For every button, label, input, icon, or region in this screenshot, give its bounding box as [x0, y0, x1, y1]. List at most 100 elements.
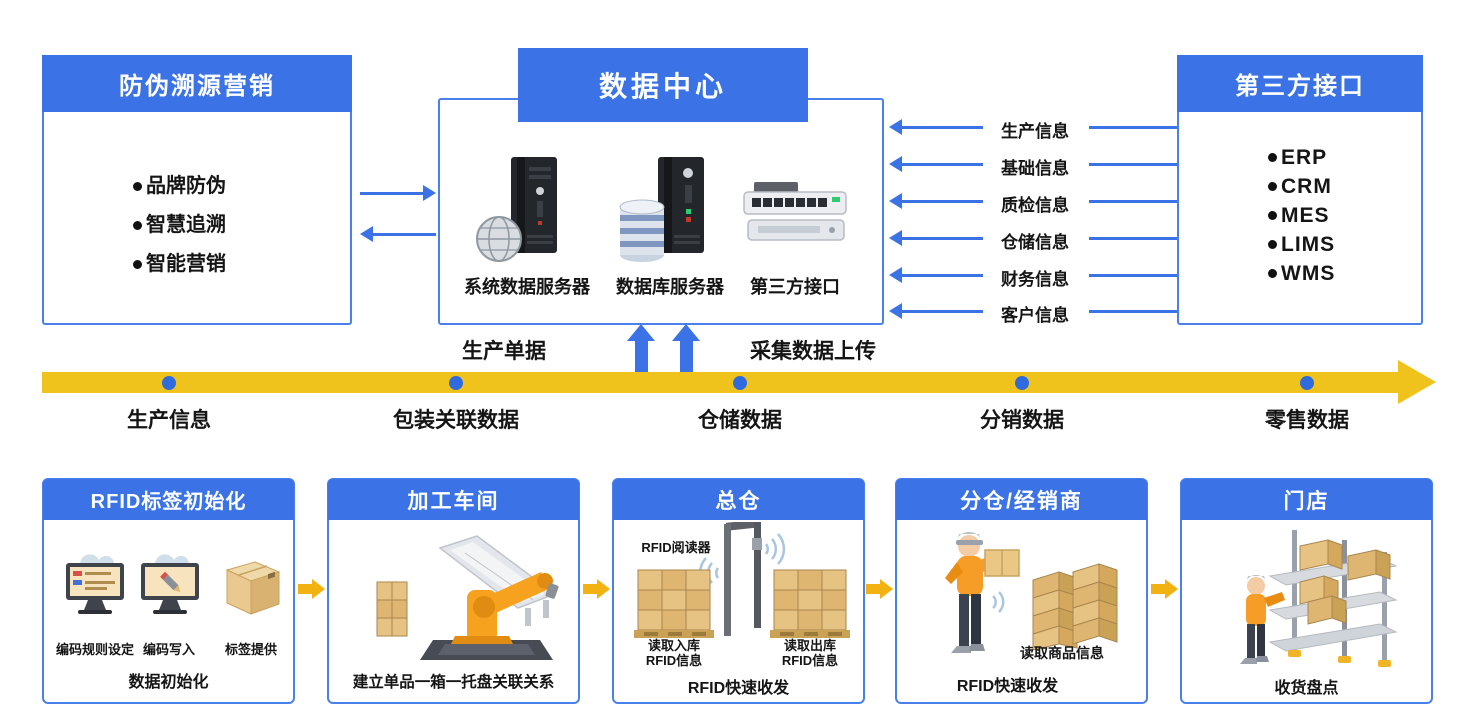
third-party-item-label: CRM [1281, 175, 1332, 198]
info-flow-row: 生产信息 [889, 118, 1177, 141]
stage-title: 分仓/经销商 [960, 489, 1083, 513]
stage-arrow-right-icon [583, 579, 611, 599]
third-party-item-label: WMS [1281, 262, 1336, 285]
third-party-title: 第三方接口 [1235, 73, 1365, 100]
upload-label-text: 采集数据上传 [750, 340, 876, 363]
arrow-up-icon [627, 324, 655, 373]
data-center-title: 数据中心 [598, 71, 727, 102]
third-party-item-label: MES [1281, 204, 1330, 227]
stage-icon-label: 编码规则设定 [52, 642, 138, 657]
arrow-left-icon [889, 156, 983, 173]
server-label-text: 数据库服务器 [616, 277, 724, 297]
carton-box-icon [225, 561, 281, 615]
stage-icon-label: 标签提供 [216, 642, 286, 657]
stage-title: 加工车间 [407, 489, 500, 513]
list-item: 智能营销 [133, 245, 226, 284]
server-label-text: 第三方接口 [750, 277, 840, 297]
doc-upload-label: 生产单据 [462, 335, 612, 365]
stage-caption-text: 收货盘点 [1274, 680, 1339, 697]
stage-warehouse: 总仓 RFID阅读器 [612, 478, 865, 704]
bullet-icon [1268, 153, 1277, 162]
timeline-dot [1015, 376, 1029, 390]
arrow-left-icon [889, 119, 983, 136]
info-flow-label: 客户信息 [1001, 306, 1069, 325]
timeline-arrowhead-icon [1398, 360, 1436, 404]
list-item: 品牌防伪 [133, 167, 226, 206]
bullet-icon [1268, 240, 1277, 249]
marketing-panel-title: 防伪溯源营销 [119, 73, 275, 100]
info-flow-row: 质检信息 [889, 192, 1177, 215]
inbound-label: 读取入库 RFID信息 [629, 638, 719, 668]
info-flow-row: 仓储信息 [889, 229, 1177, 252]
timeline-dot [449, 376, 463, 390]
stage-caption: RFID快速收发 [614, 674, 863, 698]
list-item: 智慧追溯 [133, 206, 226, 245]
list-item: CRM [1268, 172, 1335, 201]
rfid-gate-icon [698, 522, 786, 636]
timeline-label-text: 生产信息 [127, 409, 211, 432]
marketing-item-label: 智能营销 [146, 253, 226, 275]
arrow-left-icon [889, 267, 983, 284]
icon-label-text: 标签提供 [224, 642, 277, 657]
stage-store-header: 门店 [1181, 479, 1432, 520]
system-data-server-icon [476, 157, 557, 262]
marketing-items: 品牌防伪 智慧追溯 智能营销 [133, 167, 226, 284]
server-label: 系统数据服务器 [447, 277, 607, 297]
info-flow-row: 客户信息 [889, 302, 1177, 325]
stage-warehouse-header: 总仓 [613, 479, 864, 520]
list-item: LIMS [1268, 230, 1335, 259]
pallet-boxes-icon [634, 569, 714, 638]
list-item: MES [1268, 201, 1335, 230]
worker-carrying-box-icon [945, 532, 1020, 653]
box-stacks-icon [1032, 563, 1118, 650]
stage-caption-text: 数据初始化 [128, 674, 209, 691]
timeline-label-text: 包装关联数据 [393, 409, 519, 432]
info-flow-label: 基础信息 [1001, 159, 1069, 178]
inbound-label-line1: 读取入库 [647, 638, 700, 653]
timeline-dot [1300, 376, 1314, 390]
stage-distributor-header: 分仓/经销商 [896, 479, 1147, 520]
timeline-dot [733, 376, 747, 390]
reader-label-text: RFID阅读器 [641, 540, 711, 555]
outbound-label-line2: RFID信息 [781, 653, 839, 668]
stage-caption: 收货盘点 [1182, 674, 1431, 698]
monitor-cloud-pencil-icon [141, 554, 199, 614]
stage-caption-text: 建立单品一箱一托盘关联关系 [352, 674, 555, 691]
inbound-label-line2: RFID信息 [645, 653, 703, 668]
stage-caption-text: RFID快速收发 [956, 678, 1059, 695]
bullet-icon [133, 221, 142, 230]
stage-store: 门店 [1180, 478, 1433, 704]
timeline-label: 生产信息 [79, 404, 259, 434]
connector-line [1089, 310, 1177, 313]
connector-line [1089, 163, 1177, 166]
icon-label-text: 编码写入 [142, 642, 195, 657]
arrow-left-icon [360, 226, 436, 243]
collect-upload-label: 采集数据上传 [750, 335, 940, 365]
marketing-item-label: 品牌防伪 [146, 175, 226, 197]
third-party-items: ERP CRM MES LIMS WMS [1268, 143, 1335, 288]
third-party-header: 第三方接口 [1177, 55, 1423, 112]
stage-workshop-header: 加工车间 [328, 479, 579, 520]
arrow-left-icon [889, 193, 983, 210]
info-flow-row: 基础信息 [889, 155, 1177, 178]
marketing-panel-header: 防伪溯源营销 [42, 55, 352, 112]
data-center-header: 数据中心 [518, 48, 808, 122]
timeline-bar [42, 372, 1400, 393]
stage-arrow-right-icon [1151, 579, 1179, 599]
outbound-label: 读取出库 RFID信息 [765, 638, 855, 668]
connector-line [1089, 274, 1177, 277]
read-info-label: 读取商品信息 [997, 646, 1127, 661]
info-flow-label: 财务信息 [1001, 270, 1069, 289]
pallet-boxes-icon [770, 569, 850, 638]
timeline-label: 零售数据 [1217, 404, 1397, 434]
timeline-label-text: 零售数据 [1265, 409, 1349, 432]
timeline-label: 分销数据 [932, 404, 1112, 434]
arrow-left-icon [889, 303, 983, 320]
stage-arrow-right-icon [298, 579, 326, 599]
marketing-item-label: 智慧追溯 [146, 214, 226, 236]
read-info-text: 读取商品信息 [1020, 645, 1104, 661]
store-shelf-icon [1240, 530, 1398, 667]
server-label: 第三方接口 [738, 277, 852, 297]
info-flow-row: 财务信息 [889, 266, 1177, 289]
